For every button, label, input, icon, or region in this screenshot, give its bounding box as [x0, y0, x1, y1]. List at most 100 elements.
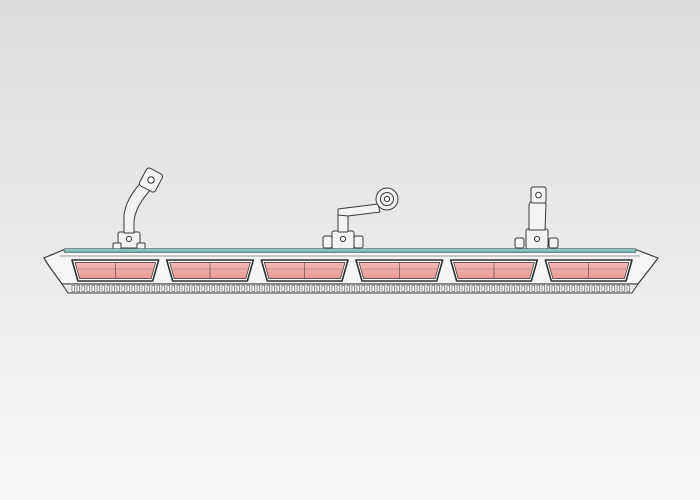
cooling-fin: [386, 285, 390, 292]
cooling-fin: [461, 285, 465, 292]
cooling-fin: [306, 285, 310, 292]
bracket-left: [112, 167, 164, 251]
cooling-fin: [446, 285, 450, 292]
cooling-fin: [511, 285, 515, 292]
cooling-fin: [341, 285, 345, 292]
cooling-fin: [86, 285, 90, 292]
cooling-fin: [136, 285, 140, 292]
cooling-fin: [161, 285, 165, 292]
cooling-fin: [311, 285, 315, 292]
bracket-middle-clamp-bolt-icon: [383, 195, 391, 203]
cooling-fin: [366, 285, 370, 292]
cooling-fin: [411, 285, 415, 292]
cooling-fin: [506, 285, 510, 292]
cooling-fin: [191, 285, 195, 292]
cooling-fin: [611, 285, 615, 292]
bracket-left-pivot-icon: [125, 235, 133, 243]
bracket-right-pivot-icon: [533, 235, 541, 243]
cooling-fin: [406, 285, 410, 292]
cooling-fin: [271, 285, 275, 292]
cooling-fin: [441, 285, 445, 292]
led-module: [165, 259, 255, 282]
cooling-fin: [626, 285, 630, 292]
cooling-fin: [141, 285, 145, 292]
cooling-fin: [211, 285, 215, 292]
cooling-fin: [596, 285, 600, 292]
cooling-fin: [346, 285, 350, 292]
bracket-middle-arm: [337, 203, 381, 217]
cooling-fin: [466, 285, 470, 292]
cooling-fin: [336, 285, 340, 292]
cooling-fin: [621, 285, 625, 292]
cooling-fin: [286, 285, 290, 292]
fixture-housing: [43, 248, 659, 294]
led-module: [544, 259, 633, 282]
cooling-fin: [571, 285, 575, 292]
led-module: [355, 259, 444, 282]
cooling-fin: [241, 285, 245, 292]
bracket-middle-foot-r: [353, 235, 364, 249]
cooling-fin: [416, 285, 420, 292]
cooling-fin: [91, 285, 95, 292]
cooling-fin: [536, 285, 540, 292]
cooling-fin: [481, 285, 485, 292]
cooling-fin: [391, 285, 395, 292]
cooling-fin: [101, 285, 105, 292]
cooling-fin: [526, 285, 530, 292]
cooling-fin: [206, 285, 210, 292]
led-module: [449, 259, 539, 282]
cooling-fin: [476, 285, 480, 292]
cooling-fin: [181, 285, 185, 292]
cooling-fin: [566, 285, 570, 292]
cooling-fin: [276, 285, 280, 292]
cooling-fin: [236, 285, 240, 292]
mounting-brackets: [112, 167, 559, 251]
cooling-fin: [151, 285, 155, 292]
cooling-fin: [331, 285, 335, 292]
bracket-right-foot-l: [514, 237, 525, 249]
cooling-fin: [376, 285, 380, 292]
cooling-fin: [606, 285, 610, 292]
cooling-fin: [361, 285, 365, 292]
cooling-fin: [471, 285, 475, 292]
cooling-fin: [256, 285, 260, 292]
cooling-fin: [431, 285, 435, 292]
cooling-fin: [166, 285, 170, 292]
cooling-fin: [116, 285, 120, 292]
cooling-fin: [541, 285, 545, 292]
led-module: [260, 259, 349, 282]
cooling-fin: [496, 285, 500, 292]
cooling-fin: [96, 285, 100, 292]
cooling-fin: [501, 285, 505, 292]
cooling-fin: [616, 285, 620, 292]
cooling-fin: [546, 285, 550, 292]
cooling-fin: [491, 285, 495, 292]
cooling-fin: [576, 285, 580, 292]
cooling-fin: [581, 285, 585, 292]
bracket-middle-pivot-icon: [339, 235, 347, 243]
cooling-fin: [381, 285, 385, 292]
cooling-fin: [426, 285, 430, 292]
cooling-fin: [421, 285, 425, 292]
cooling-fin: [356, 285, 360, 292]
cooling-fin: [261, 285, 265, 292]
cooling-fin: [551, 285, 555, 292]
bracket-middle-post: [337, 214, 349, 233]
cooling-fin: [561, 285, 565, 292]
cooling-fin: [516, 285, 520, 292]
cooling-fin: [231, 285, 235, 292]
cooling-fin: [451, 285, 455, 292]
cooling-fin: [301, 285, 305, 292]
cooling-fin: [196, 285, 200, 292]
cooling-fin: [216, 285, 220, 292]
cooling-fin: [601, 285, 605, 292]
cooling-fin: [126, 285, 130, 292]
cooling-fin: [556, 285, 560, 292]
bracket-right-foot-r: [548, 237, 559, 249]
cooling-fin: [401, 285, 405, 292]
bracket-right-bolt-icon: [535, 191, 542, 199]
cooling-fin: [321, 285, 325, 292]
cooling-fin: [531, 285, 535, 292]
